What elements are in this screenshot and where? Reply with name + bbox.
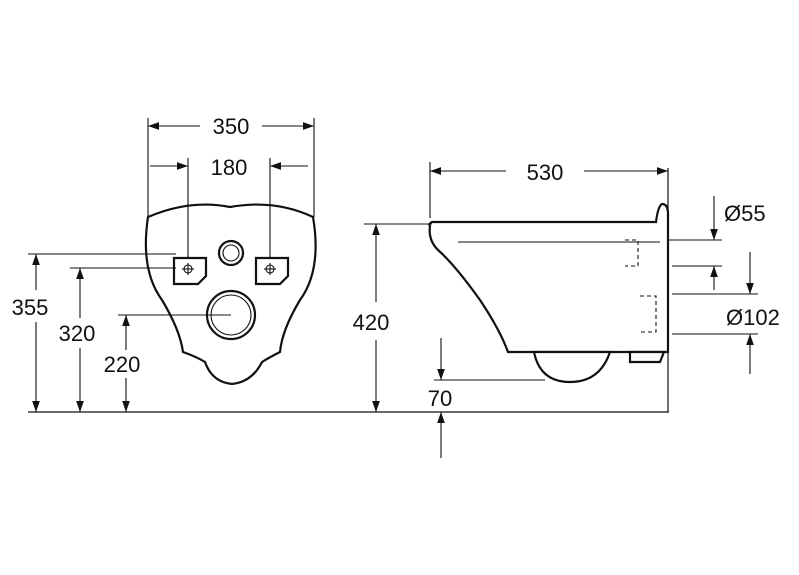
dim-320: 320 — [59, 321, 96, 346]
side-spigot — [628, 350, 666, 364]
side-bowl-outline — [428, 202, 670, 354]
dim-70: 70 — [428, 386, 452, 411]
dim-420: 420 — [353, 310, 390, 335]
left-bolt-bracket — [172, 256, 208, 286]
water-inlet-inner — [222, 244, 240, 262]
side-view: 530 420 70 Ø55 Ø102 — [353, 160, 780, 458]
right-bolt-bracket — [254, 256, 290, 286]
dim-220: 220 — [104, 352, 141, 377]
front-view: 350 180 355 320 220 — [12, 114, 317, 412]
outlet-hidden-port — [640, 295, 657, 333]
dim-d102: Ø102 — [726, 305, 780, 330]
dim-355: 355 — [12, 295, 49, 320]
dim-d55: Ø55 — [724, 201, 766, 226]
dim-530: 530 — [527, 160, 564, 185]
dim-350: 350 — [213, 114, 250, 139]
side-trap — [532, 350, 612, 384]
dim-180: 180 — [211, 155, 248, 180]
inlet-hidden-port — [625, 239, 639, 267]
